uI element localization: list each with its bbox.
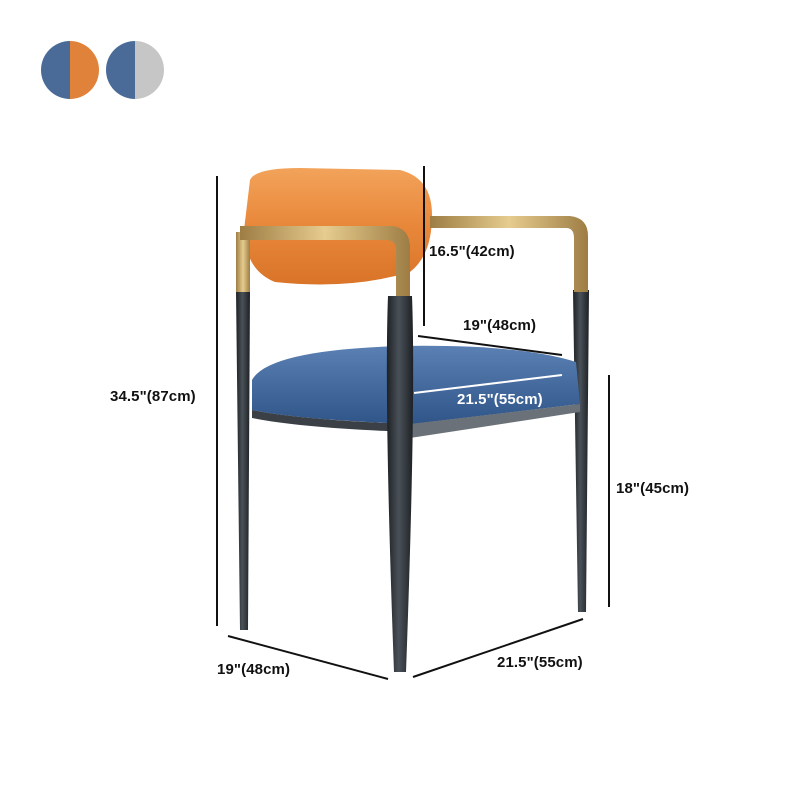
total-height-label: 34.5"(87cm) bbox=[110, 388, 196, 405]
base-width-label: 21.5"(55cm) bbox=[497, 654, 583, 671]
seat-frame-left bbox=[252, 410, 410, 432]
base-depth-line bbox=[227, 635, 389, 680]
right-armrest bbox=[430, 216, 588, 292]
seat-width-line bbox=[413, 374, 563, 394]
rear-right-leg bbox=[573, 290, 589, 612]
swatch-gray-half bbox=[135, 41, 164, 99]
dimension-lines bbox=[216, 166, 610, 680]
seat-height-label: 18"(45cm) bbox=[616, 480, 690, 497]
base-width-line bbox=[412, 618, 584, 678]
rear-left-leg bbox=[236, 290, 250, 630]
seat-depth-label: 19"(48cm) bbox=[463, 317, 537, 334]
seat-width-label: 21.5"(55cm) bbox=[457, 391, 543, 408]
swatch-orange-half bbox=[70, 41, 99, 99]
color-swatch-blue-orange[interactable] bbox=[41, 41, 99, 99]
rear-left-brass bbox=[236, 232, 250, 292]
seat-frame bbox=[410, 404, 580, 438]
color-swatch-blue-gray[interactable] bbox=[106, 41, 164, 99]
left-armrest bbox=[240, 226, 410, 300]
seat-depth-line bbox=[417, 335, 563, 356]
seat-cushion bbox=[252, 345, 580, 424]
backrest-height-label: 16.5"(42cm) bbox=[429, 243, 515, 260]
front-left-leg bbox=[386, 296, 414, 672]
base-depth-label: 19"(48cm) bbox=[217, 661, 291, 678]
swatch-blue-half bbox=[106, 41, 135, 99]
swatch-blue-half bbox=[41, 41, 70, 99]
